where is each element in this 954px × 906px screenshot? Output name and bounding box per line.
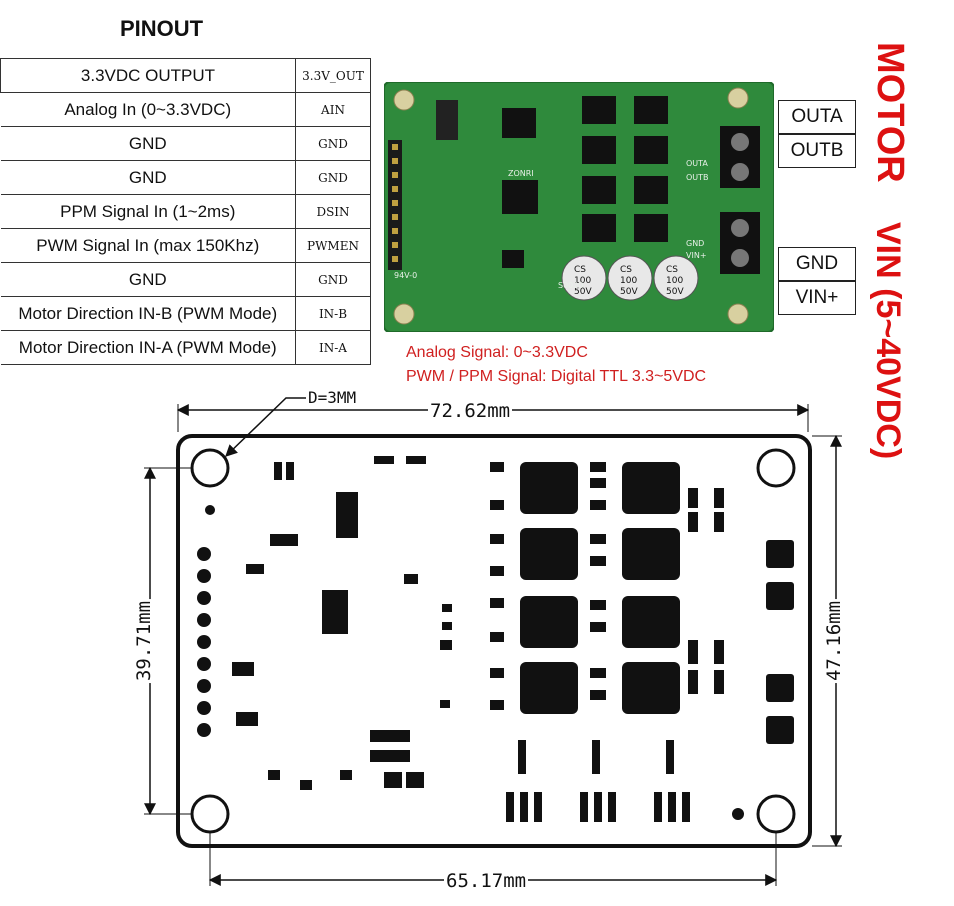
pin-row: Motor Direction IN-B (PWM Mode)IN-B bbox=[0, 296, 371, 331]
pin-description: Motor Direction IN-B (PWM Mode) bbox=[0, 296, 296, 331]
pin-signal: 3.3V_OUT bbox=[295, 58, 371, 93]
silk-outa: OUTA bbox=[686, 159, 708, 168]
pin-description: Motor Direction IN-A (PWM Mode) bbox=[0, 330, 296, 365]
mount-hole bbox=[393, 303, 415, 325]
pin-description: GND bbox=[0, 126, 296, 161]
cap-text: 100 bbox=[620, 276, 637, 286]
pin-description: GND bbox=[0, 262, 296, 297]
dim-height: 47.16mm bbox=[823, 598, 846, 684]
pin-header bbox=[388, 140, 402, 270]
dim-width: 72.62mm bbox=[428, 400, 513, 422]
pin-row: Motor Direction IN-A (PWM Mode)IN-A bbox=[0, 330, 371, 365]
terminal-pads bbox=[766, 540, 794, 744]
terminal-gnd: GND bbox=[778, 247, 856, 281]
cap-text: 100 bbox=[574, 276, 591, 286]
pin-signal: GND bbox=[295, 262, 371, 297]
ic-chip bbox=[502, 108, 536, 138]
cap-text: 50V bbox=[620, 287, 638, 297]
note-pwm: PWM / PPM Signal: Digital TTL 3.3~5VDC bbox=[406, 368, 707, 385]
screw-terminal bbox=[720, 212, 760, 274]
cap-text: 100 bbox=[666, 276, 683, 286]
hole-leader bbox=[225, 397, 306, 457]
pin-description: PWM Signal In (max 150Khz) bbox=[0, 228, 296, 263]
cap-text: 50V bbox=[666, 287, 684, 297]
terminal-vin: VIN+ bbox=[778, 281, 856, 315]
dim-hole-spacing-y: 39.71mm bbox=[133, 598, 156, 684]
cap-text: CS bbox=[574, 265, 586, 275]
silk-board: S0020 bbox=[558, 281, 583, 290]
pin-signal: GND bbox=[295, 160, 371, 195]
cap-text: CS bbox=[666, 265, 678, 275]
motor-label: MOTOR bbox=[869, 42, 911, 183]
capacitor bbox=[561, 255, 699, 301]
cap-text: CS bbox=[620, 265, 632, 275]
mount-hole bbox=[190, 448, 230, 488]
pinout-title: PINOUT bbox=[120, 16, 204, 41]
mount-hole bbox=[756, 794, 796, 834]
terminal-outb: OUTB bbox=[778, 134, 856, 168]
pin-signal: PWMEN bbox=[295, 228, 371, 263]
pin-description: 3.3VDC OUTPUT bbox=[0, 58, 296, 93]
pin-signal: DSIN bbox=[295, 194, 371, 229]
screw-terminal bbox=[720, 126, 760, 188]
vin-label: VIN (5~40VDC) bbox=[869, 222, 907, 460]
silk-brand: ZONRI bbox=[508, 169, 534, 178]
silk-gnd: GND bbox=[686, 239, 704, 248]
mosfet-array bbox=[582, 96, 668, 242]
pin-signal: IN-B bbox=[295, 296, 371, 331]
mount-hole bbox=[393, 89, 415, 111]
mount-hole bbox=[190, 794, 230, 834]
dim-hole-diameter: D=3MM bbox=[308, 388, 357, 407]
pcb-board-illustration: CS 100 50V CS 100 50V CS 100 50V ZONRI S… bbox=[384, 82, 774, 332]
note-analog: Analog Signal: 0~3.3VDC bbox=[406, 344, 588, 361]
cap-text: 50V bbox=[574, 287, 592, 297]
mount-hole bbox=[727, 87, 749, 109]
pin-description: PPM Signal In (1~2ms) bbox=[0, 194, 296, 229]
pin-row: PPM Signal In (1~2ms)DSIN bbox=[0, 194, 371, 229]
mount-hole bbox=[727, 303, 749, 325]
silk-vin: VIN+ bbox=[686, 251, 707, 260]
smd-pads bbox=[232, 456, 724, 822]
pin-row: PWM Signal In (max 150Khz)PWMEN bbox=[0, 228, 371, 263]
dip-switch bbox=[436, 100, 458, 140]
mosfet-pads bbox=[520, 462, 680, 714]
pin-signal: AIN bbox=[295, 92, 371, 127]
ic-chip bbox=[502, 180, 538, 214]
dim-hole-spacing-x: 65.17mm bbox=[444, 870, 529, 892]
mount-hole bbox=[756, 448, 796, 488]
pin-description: GND bbox=[0, 160, 296, 195]
ic-chip bbox=[502, 250, 524, 268]
pin-row: Analog In (0~3.3VDC)AIN bbox=[0, 92, 371, 127]
pin-description: Analog In (0~3.3VDC) bbox=[0, 92, 296, 127]
header-pads bbox=[197, 505, 744, 820]
terminal-outa: OUTA bbox=[778, 100, 856, 134]
pin-signal: IN-A bbox=[295, 330, 371, 365]
silk-mark: 94V-0 bbox=[394, 271, 417, 280]
silk-outb: OUTB bbox=[686, 173, 709, 182]
pin-signal: GND bbox=[295, 126, 371, 161]
